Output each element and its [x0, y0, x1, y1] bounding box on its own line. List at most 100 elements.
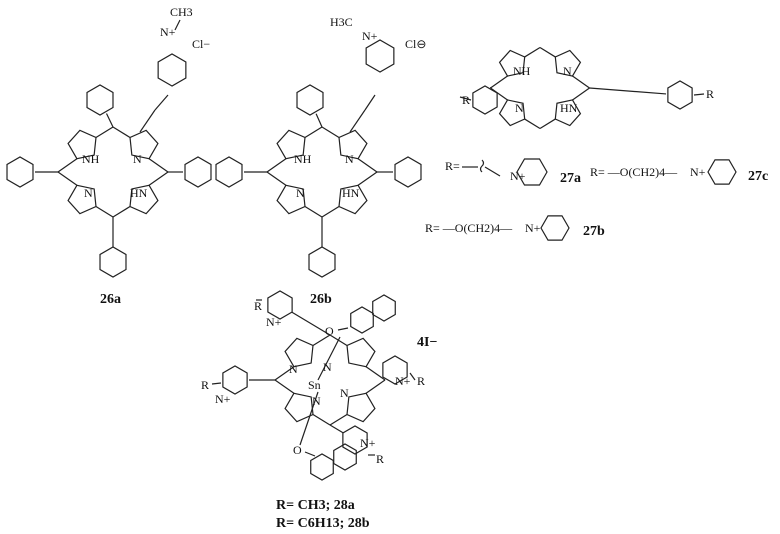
meso-bond — [357, 158, 378, 173]
oxygen-label: O — [325, 324, 334, 338]
pyridinium-ring — [342, 425, 368, 455]
bond — [315, 113, 323, 128]
pyrrole-ring — [276, 184, 306, 215]
counterion-label: Cl− — [192, 37, 210, 51]
n-label: N — [312, 394, 321, 408]
pyridinium-n-label: N+ — [510, 169, 526, 183]
compound-label-28b: R= C6H13; 28b — [276, 516, 370, 531]
pyrrole-ring — [129, 129, 159, 160]
counterion-label: 4I− — [417, 335, 437, 350]
r-definition-prefix: R= —O(CH2)4— — [425, 221, 513, 235]
r-definition-prefix: R= — [445, 159, 460, 173]
phenyl-ring — [184, 156, 212, 188]
hn-label: HN — [560, 101, 578, 115]
n-label: N — [289, 362, 298, 376]
meso-bond — [274, 379, 295, 394]
pyridinium-n-label: N+ — [160, 25, 176, 39]
phenyl-ring — [6, 156, 34, 188]
counterion-label: Cl⊖ — [405, 37, 426, 51]
pyridinium-ring — [516, 158, 548, 186]
compound-label-28a: R= CH3; 28a — [276, 498, 355, 513]
bond — [304, 451, 316, 457]
bond — [337, 327, 349, 331]
pyridinium-ring — [365, 39, 395, 73]
bond — [105, 113, 114, 128]
pyrrole-ring — [67, 129, 97, 160]
pyrrole-ring — [346, 337, 376, 368]
bond — [459, 96, 472, 101]
meso-bond — [266, 158, 287, 173]
nh-label: NH — [513, 64, 531, 78]
meso-bond — [329, 413, 348, 426]
pyrrole-ring — [338, 129, 368, 160]
meso-bond — [148, 158, 169, 173]
meso-bond — [524, 118, 541, 130]
oxygen-label: O — [293, 443, 302, 457]
pyrrole-ring — [67, 184, 97, 215]
pyrrole-ring — [284, 337, 314, 368]
axial-bond — [317, 336, 341, 381]
meso-bond — [539, 46, 556, 58]
phenyl-ring — [667, 80, 693, 110]
axial-bond — [299, 391, 319, 446]
pyrrole-ring — [498, 49, 526, 77]
pyrrole-ring — [346, 392, 376, 423]
meso-bond — [312, 334, 331, 347]
n-label: N — [345, 152, 354, 166]
meso-bond — [95, 205, 114, 218]
bond — [409, 372, 416, 381]
compound-label-27a: 27a — [560, 171, 581, 186]
meso-bond — [357, 171, 378, 186]
meso-bond — [148, 171, 169, 186]
phenyl-ring — [99, 246, 127, 278]
phenyl-ring — [394, 156, 422, 188]
r-definition-prefix: R= —O(CH2)4— — [590, 165, 678, 179]
pyrrole-ring — [554, 49, 582, 77]
meso-bond — [490, 87, 508, 101]
meso-bond — [112, 126, 131, 139]
pyrrole-ring — [276, 129, 306, 160]
n-label: N — [340, 386, 349, 400]
meso-bond — [57, 158, 78, 173]
n-label: N — [563, 64, 572, 78]
pyridinium-ring — [222, 365, 248, 395]
meso-bond — [57, 171, 78, 186]
vinyl-bond — [154, 94, 169, 111]
pyridinium-n-label: N+ — [266, 315, 282, 329]
pyridinium-n-label: N+ — [690, 165, 706, 179]
meso-bond — [321, 205, 340, 218]
methyl-label: H3C — [330, 15, 353, 29]
nh-label: NH — [82, 152, 100, 166]
hn-label: HN — [130, 186, 148, 200]
compound-label-26b: 26b — [310, 292, 332, 307]
meso-bond — [304, 126, 323, 139]
naphthalene-ring — [333, 443, 357, 471]
pyridinium-ring — [707, 159, 737, 185]
nh-label: NH — [294, 152, 312, 166]
pyridinium-ring — [540, 215, 570, 241]
meso-bond — [539, 118, 556, 130]
pyridinium-ring — [267, 290, 293, 320]
meso-bond — [572, 87, 590, 101]
pyridinium-n-label: N+ — [525, 221, 541, 235]
phenyl-ring — [86, 84, 114, 116]
r-label: R — [417, 374, 425, 388]
meso-bond — [524, 46, 541, 58]
vinyl-bond — [364, 94, 376, 111]
meso-bond — [572, 75, 590, 89]
n-label: N — [133, 152, 142, 166]
naphthalene-ring — [372, 294, 396, 322]
pyridinium-ring — [382, 355, 408, 385]
pyridinium-n-label: N+ — [395, 374, 411, 388]
bond — [211, 382, 222, 385]
compound-label-26a: 26a — [100, 292, 121, 307]
hn-label: HN — [342, 186, 360, 200]
bond — [291, 311, 331, 336]
bond — [693, 93, 705, 96]
pyrrole-ring — [498, 99, 526, 127]
methyl-bond — [174, 19, 181, 31]
compound-label-27b: 27b — [583, 224, 605, 239]
r-label: R — [462, 93, 470, 107]
